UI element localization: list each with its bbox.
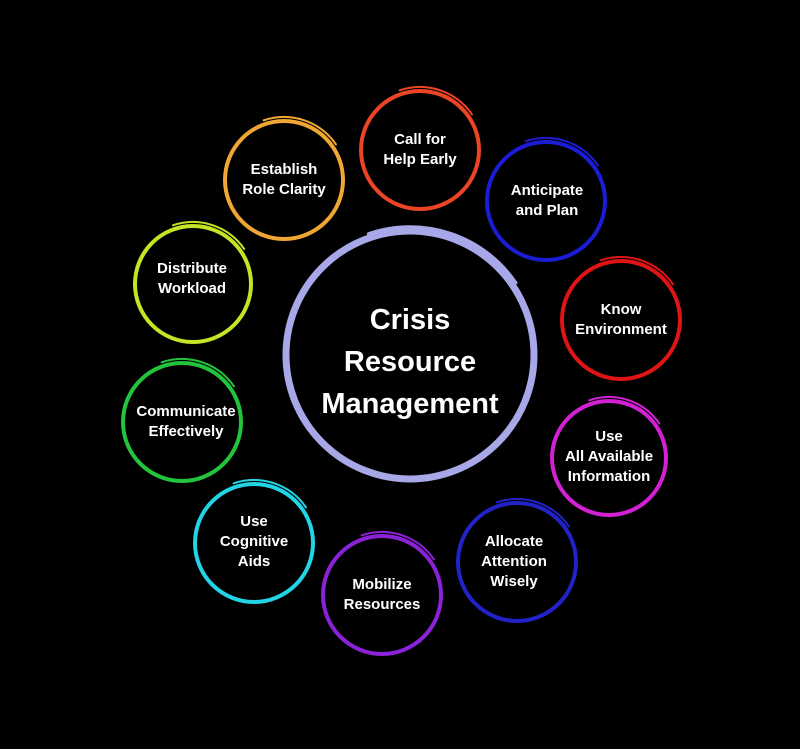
item-ring bbox=[121, 361, 243, 483]
item-ring-tail bbox=[588, 396, 661, 425]
center-line: Management bbox=[321, 388, 499, 420]
label-line: Distribute bbox=[156, 260, 228, 277]
label-line: Establish bbox=[250, 161, 318, 178]
item-ring bbox=[550, 399, 668, 517]
item-ring-tail bbox=[360, 531, 435, 561]
center-line: Crisis bbox=[369, 304, 451, 336]
center-line: Resource bbox=[343, 346, 477, 378]
label-line: and Plan bbox=[515, 202, 579, 219]
label-line: Call for bbox=[394, 131, 446, 148]
item-ring-tail bbox=[232, 479, 307, 509]
label-line: Cognitive bbox=[219, 533, 289, 550]
label-line: Aids bbox=[237, 553, 271, 570]
item-ring bbox=[223, 119, 345, 241]
label-line: Workload bbox=[157, 280, 227, 297]
item-ring-tail bbox=[262, 116, 337, 146]
center-ring bbox=[282, 227, 538, 483]
item-ring bbox=[133, 224, 253, 344]
label-line: Communicate bbox=[136, 403, 236, 420]
label-anticipate: Anticipate and Plan bbox=[511, 181, 584, 221]
center-ring-tail bbox=[366, 225, 518, 285]
item-ring-tail bbox=[495, 498, 570, 528]
label-line: Attention bbox=[481, 553, 547, 570]
item-ring bbox=[456, 501, 578, 623]
label-line: Help Early bbox=[383, 151, 457, 168]
item-ring bbox=[560, 259, 682, 381]
label-line: Effectively bbox=[148, 423, 224, 440]
label-line: Resources bbox=[343, 596, 421, 613]
item-ring-tail bbox=[524, 137, 599, 167]
item-ring bbox=[193, 482, 315, 604]
item-ring-tail bbox=[398, 86, 473, 116]
label-line: Environment bbox=[575, 321, 667, 338]
item-ring-tail bbox=[160, 358, 235, 388]
item-ring-tail bbox=[171, 221, 246, 250]
item-ring-tail bbox=[599, 256, 674, 286]
label-line: Know bbox=[600, 301, 642, 318]
label-line: Allocate bbox=[484, 533, 544, 550]
label-line: Anticipate bbox=[510, 182, 584, 199]
center-label: Crisis Resource Management bbox=[321, 299, 498, 425]
item-ring bbox=[485, 140, 607, 262]
label-line: Wisely bbox=[490, 573, 538, 590]
label-line: Role Clarity bbox=[242, 181, 326, 198]
item-ring bbox=[321, 534, 443, 656]
label-line: Information bbox=[567, 468, 651, 485]
label-line: Mobilize bbox=[352, 576, 412, 593]
item-ring bbox=[359, 89, 481, 211]
label-line: Use bbox=[595, 428, 623, 445]
label-line: Use bbox=[240, 513, 268, 530]
label-line: All Available bbox=[564, 448, 654, 465]
